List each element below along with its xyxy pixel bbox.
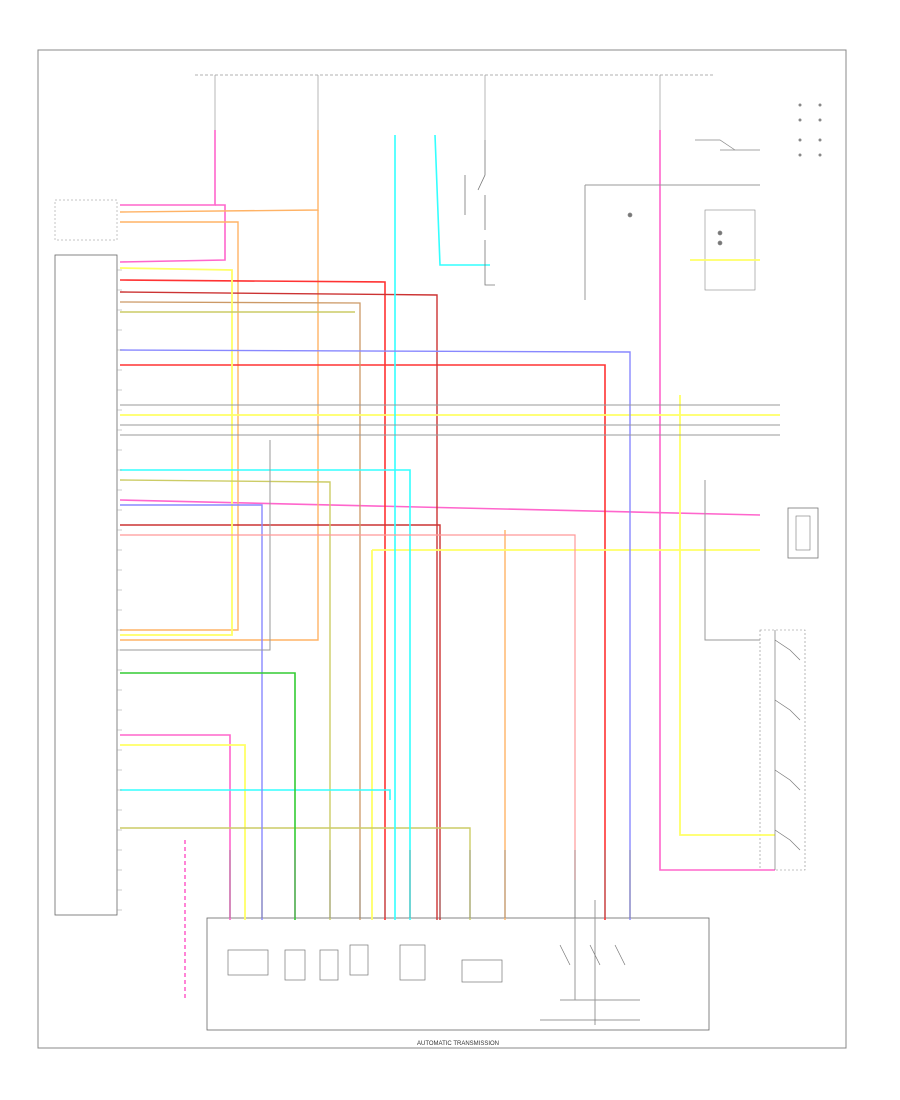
blue-wire-group [119,349,631,920]
brown-wire-group [119,301,361,920]
bottom-connector-stubs [229,850,631,918]
right-connector-box [704,209,756,291]
right-side-components [627,139,760,246]
mode-switch-box [759,629,806,871]
instrument-module-box [54,199,118,241]
fuse-drops [214,75,661,140]
automatic-transmission-box [206,917,710,1031]
gray-wire-group [120,184,780,1025]
footer-center-label: AUTOMATIC TRANSMISSION [417,1041,499,1047]
red-wire-group [119,279,606,920]
yellow-wire-group [119,259,780,920]
module-pin-ticks [117,269,122,911]
darkred-wire-group [119,291,441,920]
right-component-box [787,507,819,559]
pink-wire-group [119,130,775,1000]
transmission-components [227,944,640,1021]
diagram-border [37,49,847,1049]
relay-switch [464,140,495,286]
green-wire-group [120,672,296,920]
right-component-inner [795,515,811,551]
right-top-dots [798,103,822,157]
mode-switch-contacts [774,630,801,870]
salmon-wire-group [120,534,576,880]
cyan-wire-group [120,134,490,920]
transmission-control-module [54,254,118,916]
